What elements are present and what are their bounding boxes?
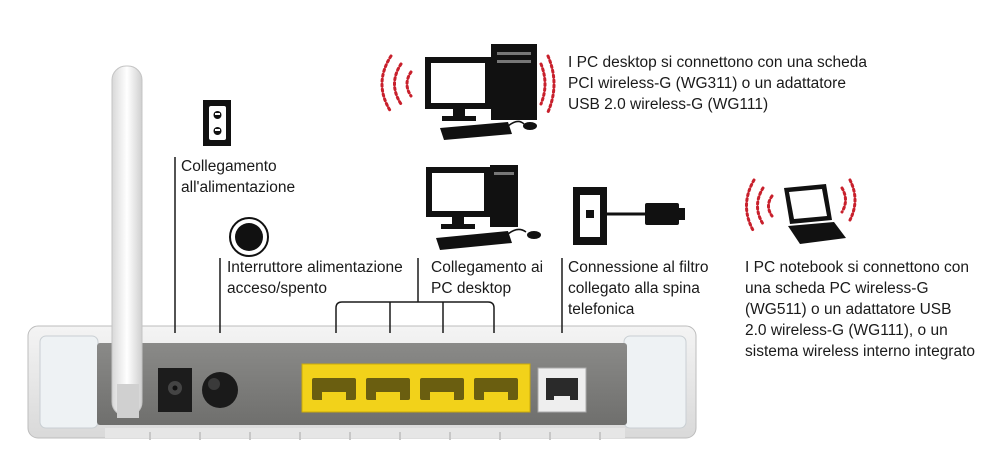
- phone-port: [537, 367, 587, 413]
- desktop-pc-icon: [426, 165, 541, 250]
- power-button-icon: [229, 217, 269, 257]
- wireless-notebook-label: I PC notebook si connettono con una sche…: [745, 259, 976, 360]
- desktop-connection-label: Collegamento ai PC desktop: [431, 259, 544, 297]
- power-outlet-icon: [203, 100, 231, 146]
- wall-phone-jack-icon: [573, 187, 685, 245]
- wireless-desktop-label: I PC desktop si connettono con una sched…: [568, 54, 868, 113]
- power-switch-label: Interruttore alimentazione acceso/spento: [227, 259, 403, 297]
- antenna-icon: [111, 65, 143, 418]
- ethernet-ports: [301, 363, 531, 413]
- wireless-signal-icon: [380, 54, 556, 114]
- leader-lines: [174, 157, 563, 333]
- phone-filter-label: Connessione al filtro collegato alla spi…: [568, 259, 709, 318]
- wireless-signal-icon: [745, 178, 857, 234]
- laptop-icon: [784, 184, 846, 244]
- power-jack: [158, 368, 192, 412]
- power-connection-label: Collegamento all'alimentazione: [181, 158, 296, 196]
- power-button: [202, 372, 238, 408]
- desktop-pc-icon: [425, 44, 537, 140]
